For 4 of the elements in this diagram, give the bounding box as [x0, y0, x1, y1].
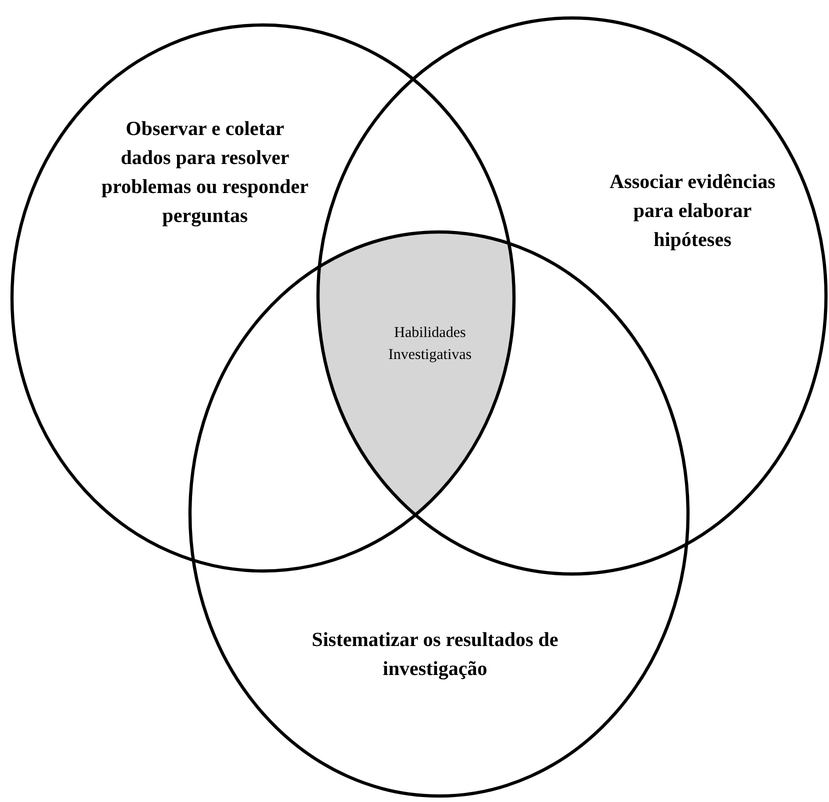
- circle-label: Habilidades Investigativas: [387, 324, 473, 365]
- circle-label: Sistematizar os resultados de investigação: [310, 628, 560, 682]
- circle-label: Associar evidências para elaborar hipóteses: [608, 170, 776, 253]
- circle-label: Observar e coletar dados para resolver problemas ou responder perguntas: [100, 117, 310, 229]
